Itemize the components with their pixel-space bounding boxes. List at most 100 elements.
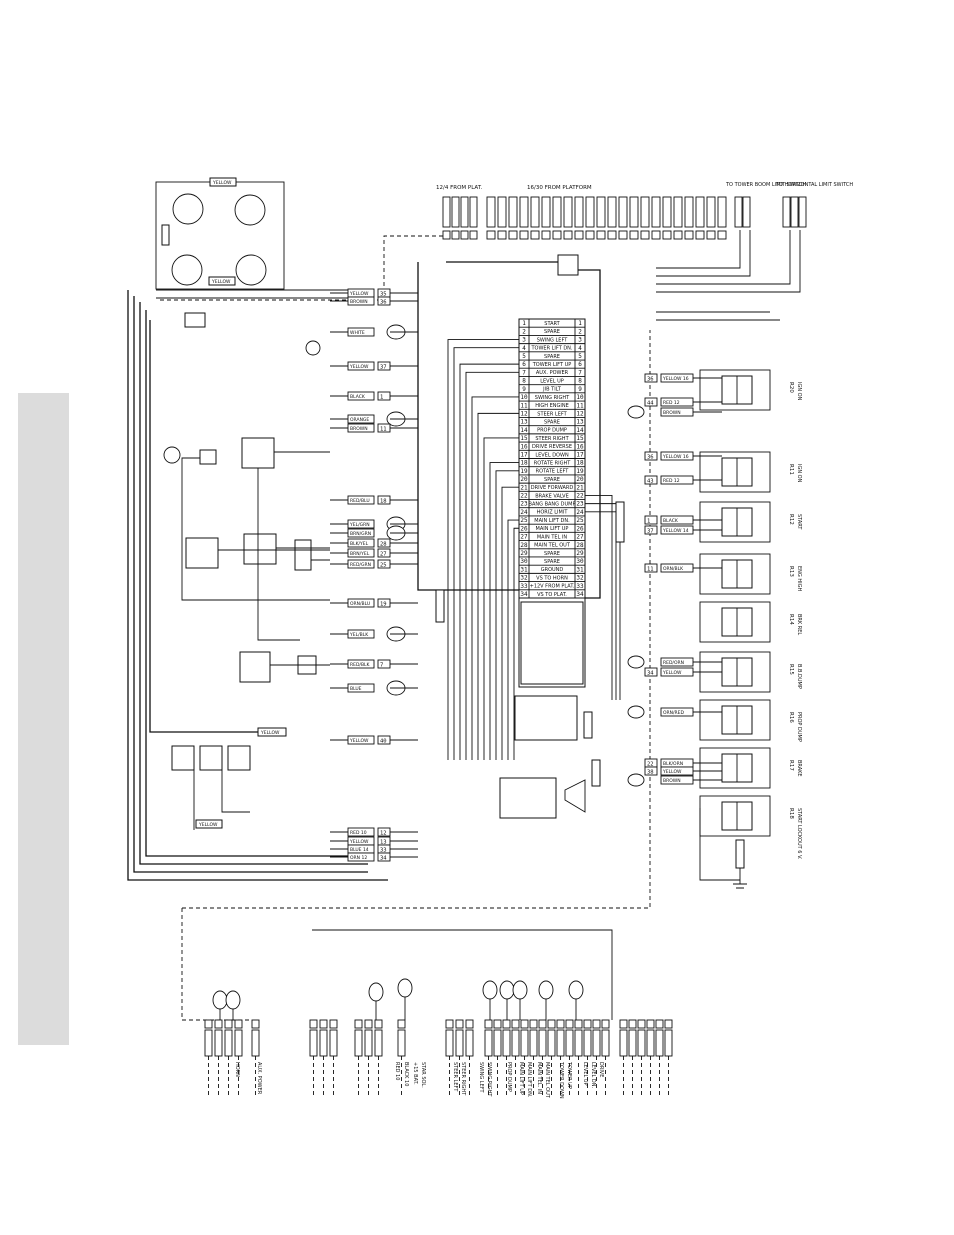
terminal-num-34: 34	[520, 591, 528, 598]
right-wire-num: 36	[647, 377, 654, 383]
bottom-harness-pin	[224, 1019, 233, 1029]
relay-ref-bubble	[568, 980, 584, 1000]
strip-wire	[477, 412, 519, 760]
left-wire-num: 37	[380, 365, 387, 371]
left-wire-label: ORN/BLU	[350, 601, 370, 607]
hourmeter-gauge	[172, 193, 204, 225]
strip-wire	[489, 462, 519, 760]
bottom-harness-tag	[484, 1029, 493, 1057]
plat-harness-pin	[469, 230, 478, 240]
terminal-num-27: 27	[520, 534, 528, 541]
relay-name: R11	[788, 464, 794, 475]
terminal-num-28: 28	[520, 542, 528, 549]
top-harness-pin	[563, 230, 573, 240]
left-wire-label: YEL/GRN	[349, 522, 370, 528]
terminal-num-12: 12	[520, 410, 528, 417]
terminal-num-22: 22	[520, 493, 528, 500]
platform-controls-switch	[171, 745, 195, 771]
relay-name: R14	[788, 614, 794, 625]
left-wire-num: 19	[380, 602, 387, 608]
terminal-num-31: 31	[520, 566, 528, 573]
left-wire-num: 33	[380, 848, 387, 854]
terminal-num-11: 11	[520, 402, 528, 409]
left-wire-label: WHITE	[350, 330, 365, 336]
bottom-label: LEVEL UP	[582, 1062, 588, 1086]
terminal-num-right-25: 25	[576, 517, 584, 524]
relay-name: R17	[788, 760, 794, 771]
terminal-num-right-13: 13	[576, 419, 584, 426]
bottom-label: MAIN LIFT DN.	[526, 1062, 532, 1098]
plat-harness-tag	[451, 196, 460, 228]
voltmeter-gauge	[171, 254, 203, 286]
left-wire-label: RED/GRN	[350, 562, 371, 568]
right-wire-num: 44	[647, 401, 654, 407]
bottom-harness-pin	[374, 1019, 383, 1029]
terminal-num-1: 1	[522, 320, 526, 327]
bottom-harness-pin	[592, 1019, 601, 1029]
left-wire-label: RED/BLK	[350, 662, 371, 668]
strip-wire	[471, 396, 519, 760]
terminal-num-5: 5	[522, 353, 526, 360]
terminal-num-right-11: 11	[576, 402, 584, 409]
terminal-label-25: MAIN LIFT DN.	[534, 518, 570, 524]
terminal-num-right-31: 31	[576, 566, 584, 573]
bottom-harness-pin	[583, 1019, 592, 1029]
bottom-label: +15 BAT.	[412, 1062, 418, 1085]
right-wire-label: YELLOW 14	[662, 528, 689, 534]
terminal-num-23: 23	[520, 501, 528, 508]
relay-name: R18	[788, 808, 794, 819]
bottom-harness-tag	[204, 1029, 213, 1057]
bottom-harness-tag	[646, 1029, 655, 1057]
top-harness-pin	[607, 230, 617, 240]
bottom-harness-tag	[538, 1029, 547, 1057]
relay-name: R15	[788, 664, 794, 675]
bottom-harness-tag	[619, 1029, 628, 1057]
terminal-num-14: 14	[520, 427, 528, 434]
bottom-harness-pin	[565, 1019, 574, 1029]
left-components: YELLOW YELLOW	[163, 312, 330, 830]
relay-ref-bubble	[212, 990, 228, 1010]
left-wire-num: 18	[380, 499, 387, 505]
bottom-harness-tag	[592, 1029, 601, 1057]
top-harness-tag	[563, 196, 573, 228]
terminal-num-right-3: 3	[578, 337, 582, 344]
bottom-harness-pin	[538, 1019, 547, 1029]
terminal-num-20: 20	[520, 476, 528, 483]
terminal-label-18: ROTATE RIGHT	[534, 461, 571, 467]
top-harness-pin	[640, 230, 650, 240]
strip-wire	[495, 470, 519, 760]
right-wire-label: RED/ORN	[663, 660, 684, 666]
top-harness-tag	[585, 196, 595, 228]
terminal-label-24: HORIZ LIMIT	[537, 510, 569, 516]
top-harness-tag	[640, 196, 650, 228]
strip-wire	[447, 339, 519, 760]
left-wire-num: 11	[380, 427, 387, 433]
relay-function: START LOCKOUT 6 V.	[796, 808, 802, 860]
left-wire-label: BROWN	[350, 299, 368, 305]
terminal-num-21: 21	[520, 484, 528, 491]
bottom-label: HORN	[234, 1062, 240, 1077]
terminal-label-8: LEVEL UP	[540, 378, 564, 384]
plat-harness-tag	[460, 196, 469, 228]
terminal-label-31: GROUND	[541, 567, 564, 573]
bottom-label: PROP DUMP	[506, 1062, 512, 1092]
terminal-label-7: AUX. POWER	[536, 370, 569, 376]
terminal-label-5: SPARE	[544, 354, 560, 360]
terminal-num-19: 19	[520, 468, 528, 475]
terminal-num-right-2: 2	[578, 328, 582, 335]
right-wire-label: RED 12	[663, 478, 680, 484]
terminal-label-22: BRAKE VALVE	[535, 493, 569, 499]
terminal-num-right-4: 4	[578, 345, 582, 352]
bottom-label: MAIN TEL. IN	[536, 1062, 542, 1094]
header-plat-16-30: 16/30 FROM PLATFORM	[527, 185, 592, 191]
bottom-label: SWING LEFT	[478, 1062, 484, 1094]
relay-ref-bubble	[368, 982, 384, 1002]
terminal-num-right-9: 9	[578, 386, 582, 393]
bottom-label: MAIN LIFT UP	[518, 1062, 524, 1095]
top-harness-tag	[706, 196, 716, 228]
terminal-num-right-6: 6	[578, 361, 582, 368]
terminal-label-33: +12V FROM PLAT.	[530, 584, 575, 590]
bottom-harness-tag	[565, 1029, 574, 1057]
relay-ref-bubble	[512, 980, 528, 1000]
bottom-harness-tag	[601, 1029, 610, 1057]
